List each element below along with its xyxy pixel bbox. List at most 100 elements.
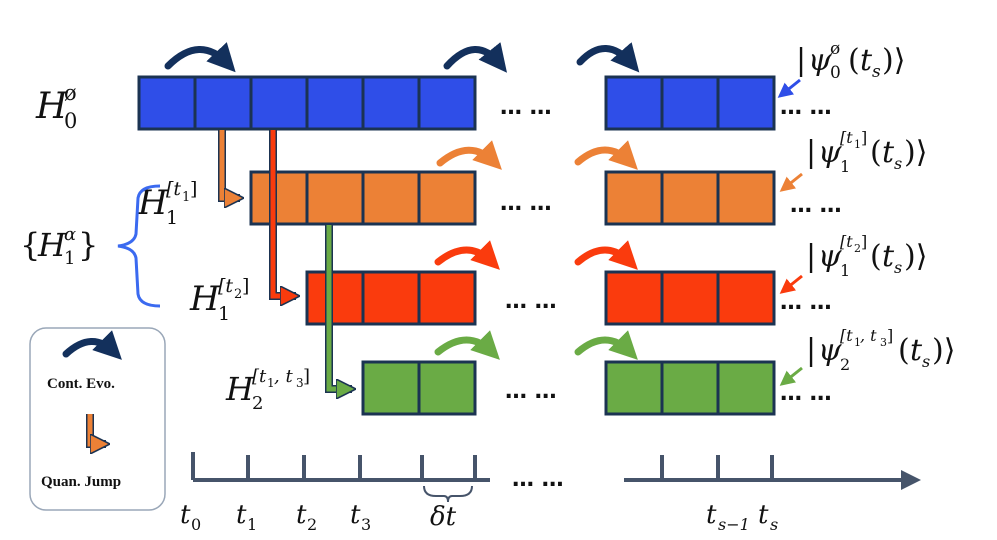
evo-arrow-h0-1	[164, 42, 236, 73]
svg-text:ψ: ψ	[818, 239, 842, 274]
h2-ellipsis-right: … …	[780, 381, 832, 406]
svg-text:t: t	[758, 500, 769, 530]
evo-arrow-h1t2-2	[574, 240, 638, 270]
svg-text:(: (	[870, 239, 882, 274]
tick-label-ts: t s	[758, 500, 778, 534]
svg-text:1: 1	[854, 138, 861, 151]
svg-text:t: t	[860, 43, 873, 78]
legend-quan-jump-label: Quan. Jump	[41, 474, 121, 490]
svg-text:3: 3	[296, 376, 304, 390]
jump-arrow-to-h1t1	[218, 130, 240, 198]
svg-text:|: |	[806, 135, 816, 170]
row-h0: … … … …	[137, 75, 832, 131]
ket-pointer-h1t1	[779, 172, 803, 192]
h0-ellipsis: … …	[500, 95, 552, 120]
label-h2-t1t3: H [t 1 , t 3 ] 2	[225, 366, 310, 414]
ket-pointer-h0	[777, 78, 801, 98]
jump-arrow-to-h1t2	[269, 130, 296, 296]
svg-text:[t: [t	[218, 275, 233, 297]
svg-text:s−1: s−1	[718, 515, 750, 534]
svg-text:H: H	[35, 86, 68, 127]
svg-text:)⟩: )⟩	[904, 239, 927, 274]
h0-ellipsis-right: … …	[780, 95, 832, 120]
svg-text:0: 0	[191, 515, 201, 534]
svg-text:]: ]	[861, 232, 867, 251]
evo-arrow-h2-2	[574, 330, 638, 360]
evo-arrow-h1t1-2	[574, 140, 638, 170]
svg-text:ø: ø	[830, 39, 840, 59]
svg-text:s: s	[872, 62, 881, 82]
ket-psi2-t1t3: | ψ [t 1 , t 3 ] 2 ( t s )⟩	[806, 326, 955, 374]
svg-text:]: ]	[190, 178, 197, 200]
h2-left-cells	[361, 360, 477, 416]
h1t2-right-cells	[604, 270, 776, 326]
tick-label-t2: t 2	[296, 500, 317, 534]
legend-cont-evo-label: Cont. Evo.	[47, 376, 115, 392]
tick-label-t1: t 1	[236, 500, 257, 534]
svg-text:t: t	[910, 333, 923, 368]
svg-text:ø: ø	[64, 81, 77, 105]
svg-text:0: 0	[830, 63, 841, 83]
svg-text:ψ: ψ	[818, 333, 842, 368]
svg-text:1: 1	[64, 248, 75, 269]
svg-text:|: |	[796, 43, 806, 78]
row-h1-t2: … … … …	[305, 270, 832, 326]
label-h1-t2: H [t 2 ] 1	[189, 275, 249, 325]
svg-text:t: t	[706, 500, 717, 530]
svg-text:H: H	[37, 226, 67, 264]
svg-text:1: 1	[840, 157, 850, 176]
ket-pointer-h2	[779, 366, 803, 386]
evo-arrow-h0-2	[443, 42, 508, 73]
svg-text:H: H	[225, 370, 255, 408]
svg-text:}: }	[78, 226, 98, 264]
svg-text:[t: [t	[166, 178, 181, 200]
svg-text:|: |	[806, 239, 816, 274]
svg-text:1: 1	[247, 515, 257, 534]
svg-text:]: ]	[887, 326, 893, 345]
delta-t-brace	[423, 485, 473, 503]
svg-text:3: 3	[361, 515, 371, 534]
svg-text:, t: , t	[860, 326, 877, 345]
svg-text:)⟩: )⟩	[932, 333, 955, 368]
evo-arrow-h1t1-1	[436, 140, 502, 170]
svg-text:[t: [t	[840, 326, 853, 345]
svg-text:t: t	[882, 135, 895, 170]
svg-text:, t: , t	[274, 366, 293, 387]
group-label-h1-alpha: { H α 1 }	[20, 224, 98, 269]
svg-text:s: s	[922, 352, 930, 371]
svg-text:ψ: ψ	[818, 135, 842, 170]
svg-text:1: 1	[166, 207, 178, 229]
svg-text:2: 2	[854, 242, 861, 255]
svg-text:[t: [t	[840, 232, 853, 251]
svg-text:s: s	[894, 154, 902, 173]
svg-text:t: t	[236, 500, 247, 530]
jump-arrow-to-h2	[325, 225, 352, 389]
ket-psi1-t2: | ψ [t 2 ] 1 ( t s )⟩	[806, 232, 927, 280]
axis-tick-labels: t 0 t 1 t 2 t 3 δt t s−1 t s	[180, 500, 778, 534]
ket-pointer-h1t2	[779, 274, 803, 294]
ket-psi1-t1: | ψ [t 1 ] 1 ( t s )⟩	[806, 128, 927, 176]
row-h1-t1: … … … …	[249, 170, 842, 226]
svg-text:(: (	[848, 43, 860, 78]
h1t2-left-cells	[305, 270, 477, 326]
svg-text:t: t	[882, 239, 895, 274]
h0-right-cells	[604, 75, 776, 131]
h2-right-cells	[604, 360, 776, 416]
h1t1-ellipsis: … …	[500, 191, 552, 216]
h2-ellipsis: … …	[505, 379, 557, 404]
svg-text:)⟩: )⟩	[904, 135, 927, 170]
svg-text:3: 3	[880, 336, 887, 349]
svg-text:]: ]	[242, 275, 249, 297]
h1t1-ellipsis-right: … …	[790, 193, 842, 218]
svg-text:1: 1	[218, 303, 230, 325]
svg-text:2: 2	[840, 355, 850, 374]
label-h1-t1: H [t 1 ] 1	[137, 178, 197, 229]
svg-text:1: 1	[854, 336, 861, 349]
svg-text:(: (	[870, 135, 882, 170]
svg-text:)⟩: )⟩	[882, 43, 905, 78]
svg-text:]: ]	[303, 366, 310, 387]
svg-text:2: 2	[307, 515, 317, 534]
legend-cont-evo-icon	[62, 330, 122, 360]
tick-label-t3: t 3	[350, 500, 371, 534]
svg-text:δt: δt	[430, 502, 457, 532]
